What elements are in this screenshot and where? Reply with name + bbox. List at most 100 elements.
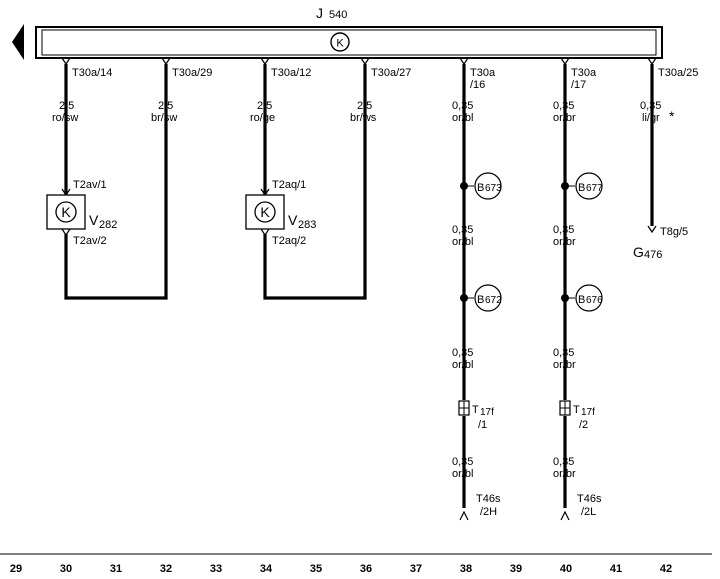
control-unit-housing [35, 26, 663, 59]
wire-size-38d: 0,35 [452, 456, 473, 468]
pin-label-t30a-17-line1: T30a [571, 67, 597, 79]
control-unit-j540: J 540 K [12, 5, 663, 60]
control-unit-inner-frame [41, 29, 657, 56]
b672-name: B [477, 294, 484, 306]
component-v283: T2aq/1 K V 283 T2aq/2 [245, 179, 316, 247]
wire-lines [64, 64, 654, 508]
v282-bottom-pin: T2av/2 [73, 235, 107, 247]
control-unit-number: 540 [329, 9, 347, 21]
b672-number: 672 [485, 295, 502, 306]
pin-labels: T30a/14 T30a/29 T30a/12 T30a/27 T30a /16… [72, 67, 698, 91]
ecu-symbol-letter: K [336, 38, 344, 50]
wire-size-42: 0,35 [640, 100, 661, 112]
continuation-arrow-icon [12, 24, 24, 60]
splice-circle-icon [474, 172, 502, 200]
v282-top-pin: T2av/1 [73, 179, 107, 191]
wire-size-40b: 0,35 [553, 224, 574, 236]
grid-number: 39 [510, 563, 522, 575]
wire-size-40c: 0,35 [553, 347, 574, 359]
g476-number: 476 [644, 249, 662, 261]
b673-name: B [477, 182, 484, 194]
splice-b677: B 677 [561, 172, 603, 200]
wire-color-38d: or/bl [452, 468, 473, 480]
v283-bottom-pin: T2aq/2 [272, 235, 306, 247]
splice-b672: B 672 [460, 284, 502, 312]
motor-icon [254, 201, 276, 223]
pin-label-t30a-17-line2: /17 [571, 79, 586, 91]
v282-name: V [89, 212, 99, 228]
b677-name: B [578, 182, 585, 194]
wire-34-36-return [263, 64, 367, 300]
wire-color-36: br/ws [350, 112, 377, 124]
wire-color-38b: or/bl [452, 236, 473, 248]
pin-label-t30a-14: T30a/14 [72, 67, 112, 79]
t46s-2l-name: T46s [577, 493, 602, 505]
wire-color-40c: or/br [553, 359, 576, 371]
t17f1-pin: /1 [478, 419, 487, 431]
grid-number: 33 [210, 563, 222, 575]
grid-number: 38 [460, 563, 472, 575]
t17f2-number: 17f [581, 407, 595, 418]
wire-color-42: li/gr [642, 112, 660, 124]
wire-labels: 2,5 ro/sw 2,5 br/sw 2,5 ro/ge 2,5 br/ws … [52, 100, 675, 480]
v282-number: 282 [99, 219, 117, 231]
component-g476: T8g/5 G 476 [633, 225, 688, 261]
wire-size-40d: 0,35 [553, 456, 574, 468]
grid-number: 29 [10, 563, 22, 575]
grid-number: 31 [110, 563, 122, 575]
splice-circle-icon [575, 284, 603, 312]
wire-size-32: 2,5 [158, 100, 173, 112]
grid-number: 40 [560, 563, 572, 575]
grid-number: 37 [410, 563, 422, 575]
wire-size-30: 2,5 [59, 100, 74, 112]
grid-number: 34 [260, 563, 273, 575]
grid-number: 32 [160, 563, 172, 575]
pin-label-t30a-29: T30a/29 [172, 67, 212, 79]
connector-t17f-1: T 17f /1 [458, 400, 494, 431]
wire-mark-42: * [669, 108, 675, 124]
wire-size-38c: 0,35 [452, 347, 473, 359]
connector-t46s-2h: T46s /2H [459, 493, 501, 521]
pin-label-t30a-12: T30a/12 [271, 67, 311, 79]
b676-name: B [578, 294, 585, 306]
t17f1-name: T [472, 404, 479, 416]
t17f2-name: T [573, 404, 580, 416]
wire-color-30: ro/sw [52, 112, 78, 124]
b676-number: 676 [586, 295, 603, 306]
wire-size-36: 2,5 [357, 100, 372, 112]
splice-circle-icon [474, 284, 502, 312]
wire-color-40d: or/br [553, 468, 576, 480]
pin-label-t30a-27: T30a/27 [371, 67, 411, 79]
b677-number: 677 [586, 183, 603, 194]
t46s-2l-pin: /2L [581, 506, 596, 518]
pin-marker-icon [647, 225, 657, 234]
v283-symbol: K [260, 204, 270, 220]
wire-color-40b: or/br [553, 236, 576, 248]
splice-b673: B 673 [460, 172, 502, 200]
grid-number: 42 [660, 563, 672, 575]
motor-icon [55, 201, 77, 223]
wire-color-38c: or/bl [452, 359, 473, 371]
component-v282: T2av/1 K V 282 T2av/2 [46, 179, 117, 247]
v283-name: V [288, 212, 298, 228]
wire-size-34: 2,5 [257, 100, 272, 112]
v283-number: 283 [298, 219, 316, 231]
t17f2-pin: /2 [579, 419, 588, 431]
wire-size-38a: 0,35 [452, 100, 473, 112]
grid-number: 41 [610, 563, 622, 575]
wire-30-32-return [64, 64, 168, 300]
t46s-2h-name: T46s [476, 493, 501, 505]
pin-label-t30a-16-line2: /16 [470, 79, 485, 91]
control-unit-name: J [316, 5, 323, 21]
connector-end-icon [459, 510, 469, 521]
splice-b676: B 676 [561, 284, 603, 312]
pin-label-t30a-16-line1: T30a [470, 67, 496, 79]
wire-color-34: ro/ge [250, 112, 275, 124]
pin-label-t30a-25: T30a/25 [658, 67, 698, 79]
connector-t17f-2: T 17f /2 [559, 400, 595, 431]
connector-end-icon [560, 510, 570, 521]
v283-top-pin: T2aq/1 [272, 179, 306, 191]
grid-number: 30 [60, 563, 72, 575]
